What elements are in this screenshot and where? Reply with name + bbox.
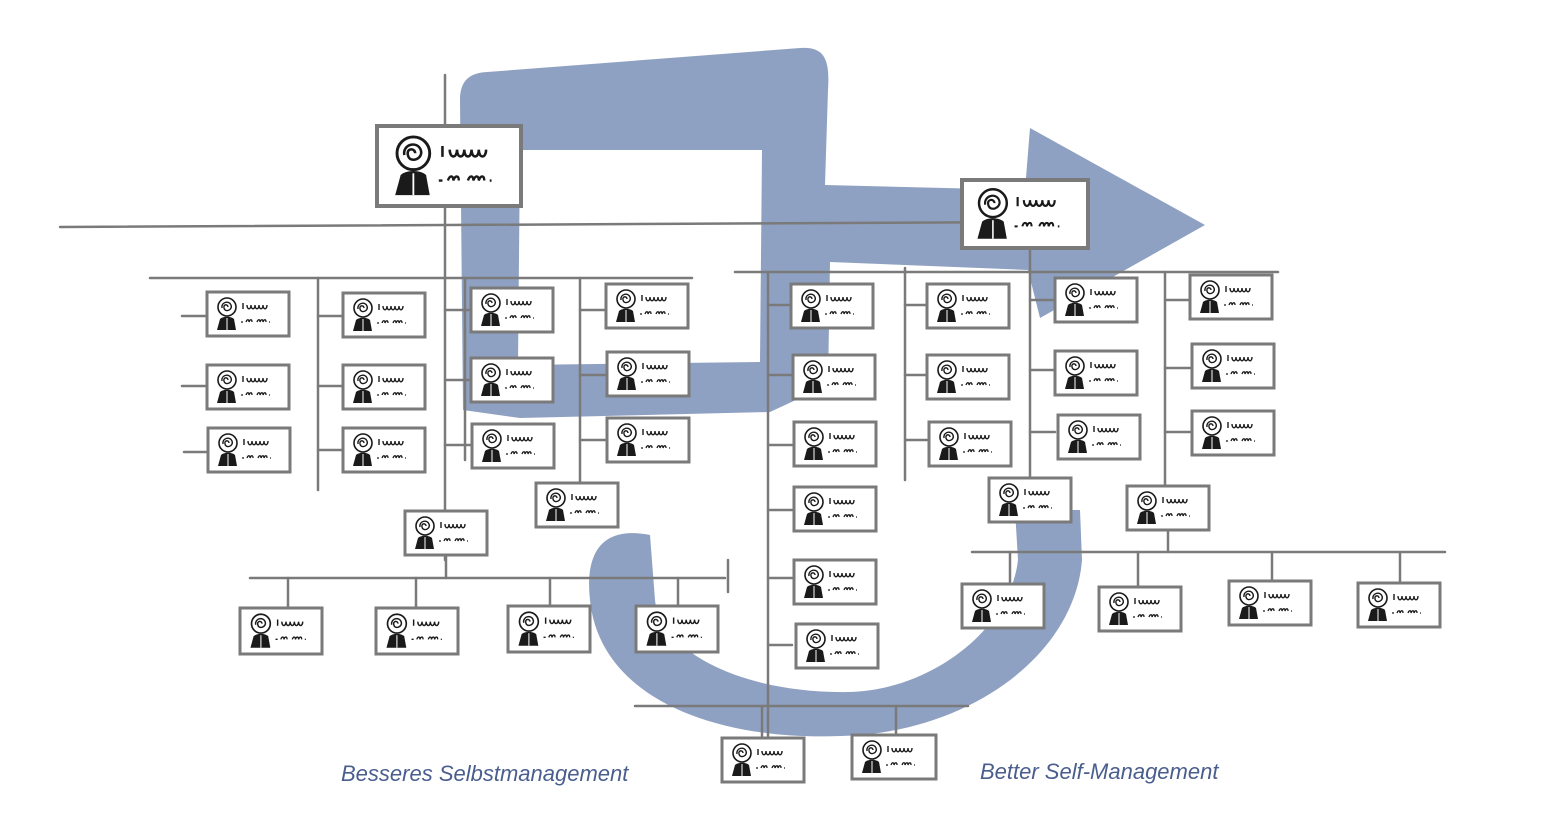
person-card <box>792 420 878 468</box>
person-card-icon <box>806 629 859 662</box>
person-card-icon <box>386 613 442 648</box>
person-card <box>1356 581 1442 629</box>
person-card <box>1227 579 1313 627</box>
person-card-icon <box>482 429 535 462</box>
person-card <box>205 363 291 411</box>
person-card-icon <box>250 613 306 648</box>
person-card <box>792 558 878 606</box>
connector-lines <box>58 73 1447 742</box>
person-card-icon <box>862 740 915 773</box>
person-card-icon <box>395 135 492 196</box>
arrow-layer <box>460 47 1205 737</box>
person-card-icon <box>1065 356 1118 389</box>
u-turn-arrow-body <box>460 47 1205 418</box>
person-card <box>341 363 427 411</box>
caption-english: Better Self-Management <box>980 759 1219 784</box>
caption-german: Besseres Selbstmanagement <box>341 761 629 786</box>
person-card <box>791 353 877 401</box>
person-card <box>341 291 427 339</box>
person-card-icon <box>999 483 1052 516</box>
person-card-icon <box>1202 416 1255 449</box>
person-card-icon <box>353 433 406 466</box>
person-card-icon <box>1200 280 1253 313</box>
person-card <box>1190 342 1276 390</box>
person-card-icon <box>937 289 990 322</box>
person-card-icon <box>353 370 406 403</box>
person-card <box>794 622 880 670</box>
person-card <box>1188 273 1274 321</box>
person-card-icon <box>646 611 702 646</box>
person-card <box>206 426 292 474</box>
person-card-icon <box>1202 349 1255 382</box>
person-card-icon <box>218 433 271 466</box>
person-card-icon <box>1068 420 1121 453</box>
person-card <box>469 286 555 334</box>
person-card <box>634 604 720 654</box>
person-card-icon <box>546 488 599 521</box>
person-card-icon <box>518 611 574 646</box>
person-card-icon <box>1137 491 1190 524</box>
person-card-icon <box>972 589 1025 622</box>
person-card-icon <box>481 363 534 396</box>
person-card-icon <box>481 293 534 326</box>
person-card-icon <box>617 423 670 456</box>
person-card-icon <box>732 743 785 776</box>
person-card-icon <box>1239 586 1292 619</box>
person-card <box>789 282 875 330</box>
u-turn-arrow-hook <box>589 510 1082 737</box>
person-card <box>605 350 691 398</box>
person-card <box>720 736 806 784</box>
person-card <box>506 604 592 654</box>
person-card <box>792 485 878 533</box>
person-card <box>1053 349 1139 397</box>
person-card <box>341 426 427 474</box>
person-card-icon <box>616 289 669 322</box>
card-layer <box>205 124 1442 784</box>
person-card-icon <box>1065 283 1118 316</box>
person-card <box>238 606 324 656</box>
person-card <box>470 422 556 470</box>
person-card-icon <box>353 298 406 331</box>
person-card <box>850 733 938 781</box>
person-card <box>1190 409 1276 457</box>
person-card <box>1056 413 1142 461</box>
person-card-icon <box>1368 588 1421 621</box>
person-card <box>205 290 291 338</box>
person-card-icon <box>1109 592 1162 625</box>
person-card-icon <box>804 492 857 525</box>
person-card-icon <box>803 360 856 393</box>
person-card <box>1053 276 1139 324</box>
person-card <box>987 476 1073 524</box>
person-card-icon <box>937 360 990 393</box>
person-card <box>1125 484 1211 532</box>
person-card <box>605 416 691 464</box>
person-card-icon <box>217 370 270 403</box>
person-card <box>960 178 1090 250</box>
person-card <box>604 282 690 330</box>
person-card-icon <box>804 427 857 460</box>
person-card <box>469 356 555 404</box>
person-card <box>927 420 1013 468</box>
person-card-icon <box>977 188 1060 239</box>
person-card <box>1097 585 1183 633</box>
person-card-icon <box>415 516 468 549</box>
person-card <box>534 481 620 529</box>
person-card <box>960 582 1046 630</box>
person-card-icon <box>939 427 992 460</box>
person-card-icon <box>804 565 857 598</box>
person-card <box>374 606 460 656</box>
person-card <box>925 282 1011 330</box>
person-card-icon <box>617 357 670 390</box>
person-card-icon <box>801 289 854 322</box>
person-card <box>925 353 1011 401</box>
person-card <box>403 509 489 557</box>
person-card <box>375 124 523 208</box>
person-card-icon <box>217 297 270 330</box>
connector-line <box>58 220 1032 229</box>
